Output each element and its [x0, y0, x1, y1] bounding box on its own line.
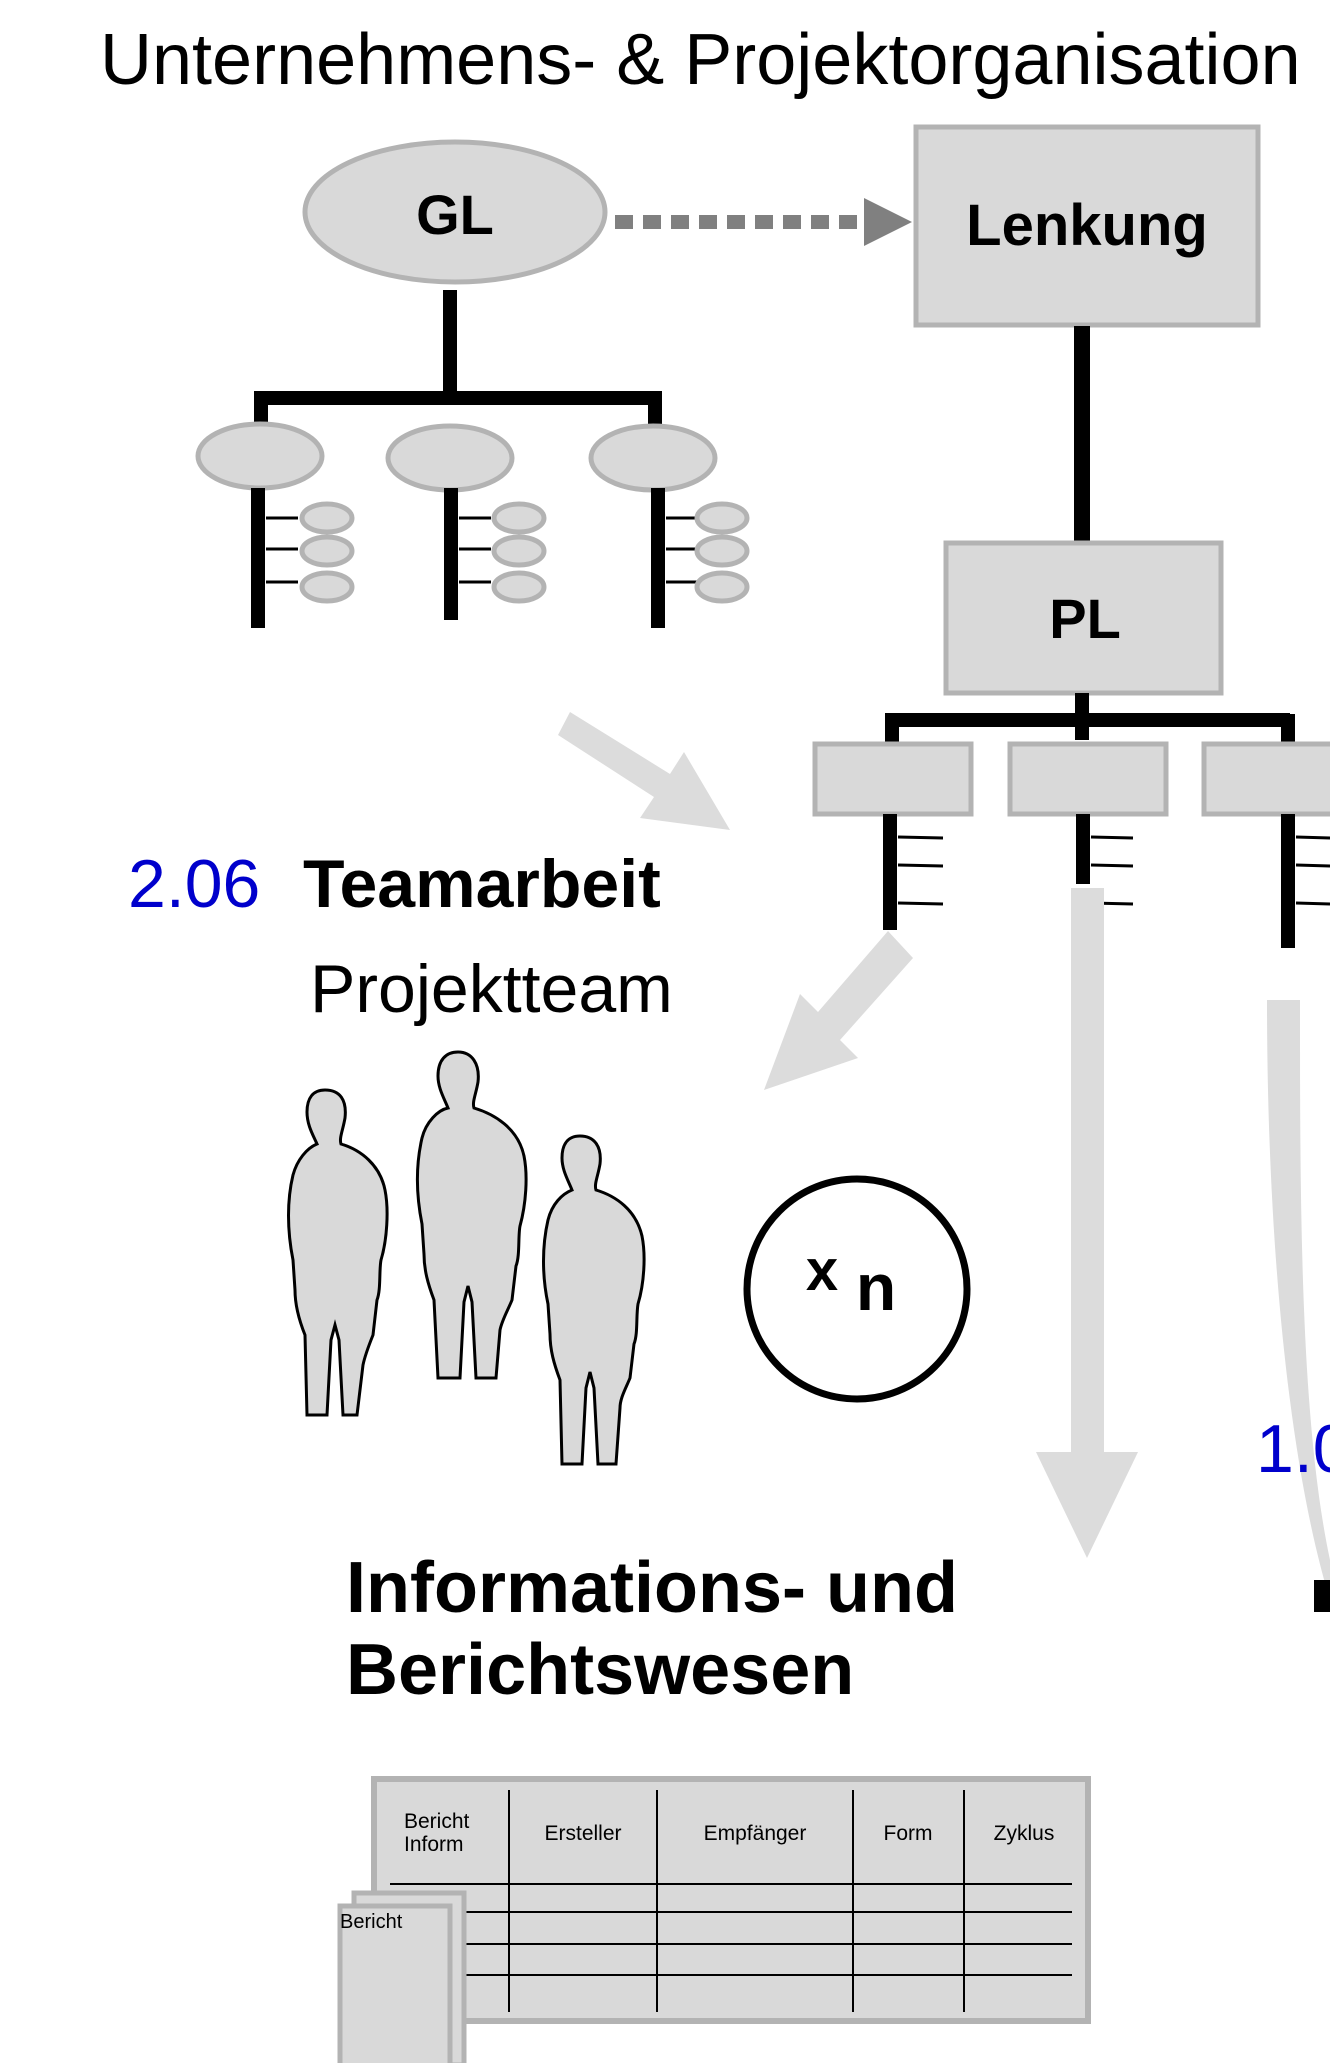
gl-label: GL	[416, 183, 494, 246]
teamwork-subtitle: Projektteam	[310, 951, 673, 1027]
person-icon	[287, 1088, 389, 1417]
subproject-box	[1201, 741, 1330, 817]
multiplier-n: n	[856, 1250, 896, 1324]
table-header-cell: Empfänger	[704, 1822, 807, 1845]
multiplier-circle	[743, 1175, 971, 1403]
lenkung-label: Lenkung	[966, 193, 1208, 258]
person-icon	[542, 1134, 646, 1466]
table-header-cell: Form	[884, 1822, 933, 1845]
teamwork-number: 2.06	[128, 846, 260, 922]
dotted-arrow	[615, 198, 912, 246]
person-icon	[416, 1050, 528, 1380]
multiplier-x: x	[806, 1238, 838, 1303]
table-header-cell: Ersteller	[544, 1822, 621, 1845]
pl-box	[943, 540, 1224, 696]
partial-number: 1.0	[1256, 1411, 1330, 1487]
partial-mark	[1314, 1580, 1330, 1612]
department-node	[588, 423, 718, 493]
lenkung-box	[913, 124, 1261, 328]
gl-node	[302, 139, 608, 285]
down-arrow	[1036, 888, 1138, 1558]
table-header-cell: Zyklus	[994, 1822, 1055, 1845]
company-org-chart: GL	[195, 139, 750, 628]
pl-label: PL	[1049, 587, 1121, 650]
curved-arrow	[1267, 1000, 1330, 1600]
page-title: Unternehmens- & Projektorganisation	[100, 20, 1301, 100]
subproject-box	[1007, 741, 1169, 817]
project-org-chart: Lenkung PL	[812, 124, 1330, 948]
report-document-label: Bericht	[340, 1911, 403, 1933]
department-node	[385, 423, 515, 493]
teamwork-title: Teamarbeit	[303, 846, 661, 922]
teamwork-section: 2.06 Teamarbeit Projektteam x n	[128, 846, 971, 1466]
department-node	[195, 421, 325, 491]
report-document: Bericht	[337, 1890, 467, 2063]
flow-arrows	[558, 712, 1330, 1600]
diagonal-arrow-down-left	[764, 931, 913, 1090]
subproject-box	[812, 741, 974, 817]
information-title-line1: Informations- und	[346, 1548, 958, 1628]
information-title-line2: Berichtswesen	[346, 1630, 854, 1710]
diagonal-arrow-down-right	[558, 712, 730, 830]
